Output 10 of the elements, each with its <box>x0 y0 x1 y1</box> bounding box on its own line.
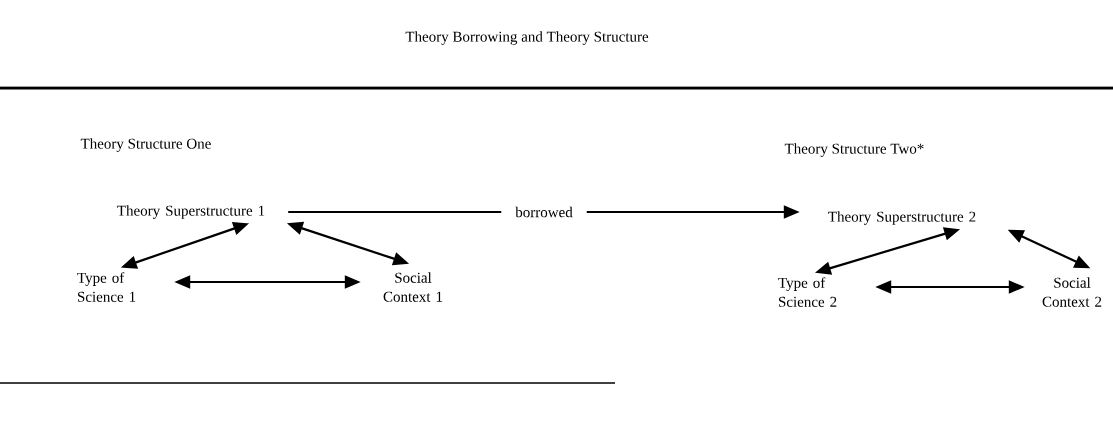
node-label: Type of Science 2 <box>778 277 837 307</box>
edge-label: borrowed <box>501 203 587 221</box>
node-label: Type of Science 1 <box>77 272 136 302</box>
node-label: Social Context 1 <box>383 272 443 302</box>
node-label: Social Context 2 <box>1042 277 1102 307</box>
title: Theory Borrowing and Theory Structure <box>405 31 649 45</box>
node-label: Theory Superstructure 1 <box>117 205 265 219</box>
node-label: Theory Superstructure 2 <box>828 211 976 225</box>
heading: Theory Structure One <box>80 138 211 152</box>
heading: Theory Structure Two* <box>784 143 924 157</box>
